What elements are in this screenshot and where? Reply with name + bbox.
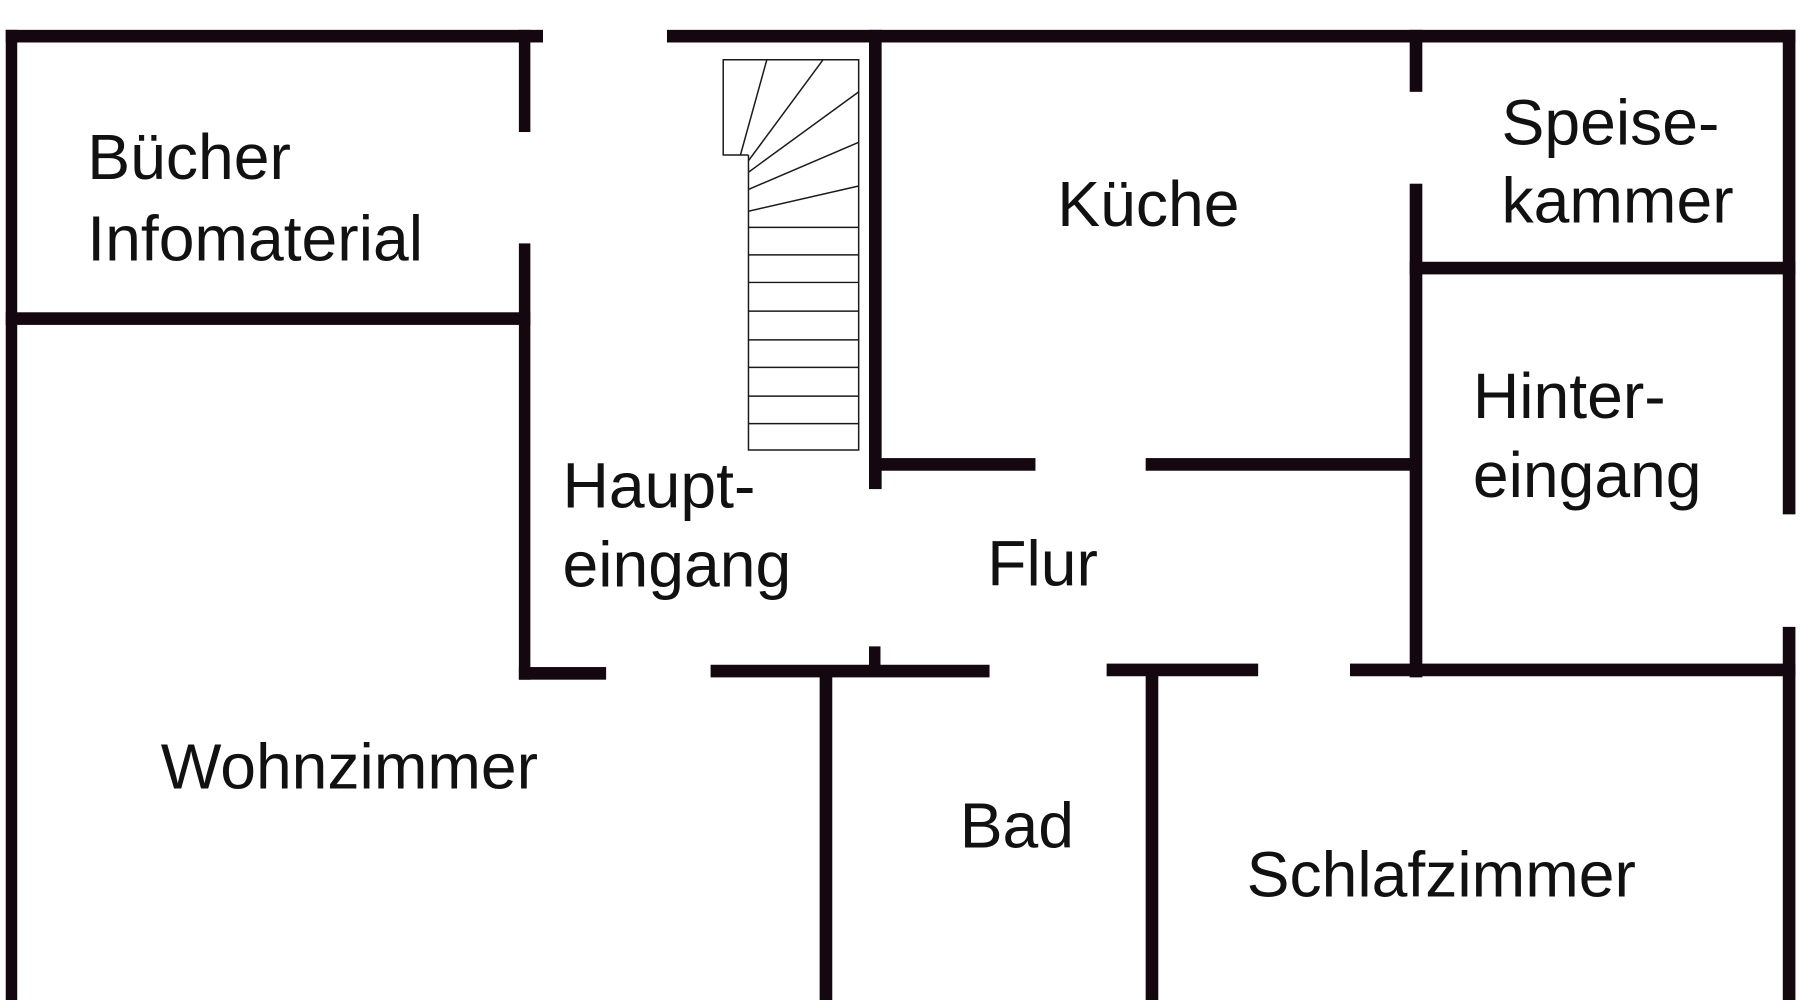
label-speisekammer-line2: kammer: [1502, 165, 1734, 237]
label-speisekammer-line1: Speise-: [1502, 87, 1720, 159]
wall-buecher-right-upper: [518, 29, 531, 133]
wall-stair-right: [869, 29, 882, 490]
wall-kueche-right-lower: [1409, 183, 1423, 678]
label-hintereingang-line2: eingang: [1473, 439, 1702, 511]
wall-kueche-bottom-left: [869, 458, 1036, 471]
wall-flur-bottom-1: [710, 664, 990, 678]
stair-winder: [748, 141, 859, 191]
wall-top-left: [5, 29, 543, 43]
label-buecher-line1: Bücher: [87, 121, 291, 193]
stair-outline: [722, 58, 860, 451]
wall-kueche-right-upper: [1409, 29, 1423, 92]
stair-winder: [747, 59, 824, 162]
wall-buecher-bottom: [5, 312, 531, 325]
wall-bad-left: [819, 670, 833, 1000]
label-haupteingang-line2: eingang: [563, 529, 792, 601]
wall-flur-bottom-3: [1350, 663, 1796, 677]
label-flur: Flur: [987, 528, 1098, 600]
walls: [5, 29, 1796, 1000]
wall-right-lower: [1782, 626, 1796, 1000]
wall-left: [5, 29, 18, 1000]
stair-winder: [739, 59, 768, 156]
wall-kueche-bottom-right: [1145, 458, 1422, 471]
stair-winder: [748, 185, 859, 212]
label-bad: Bad: [960, 789, 1074, 861]
staircase-icon: [722, 58, 860, 451]
label-kueche: Küche: [1057, 168, 1239, 240]
wall-speisekammer-bottom: [1409, 261, 1796, 275]
wall-haupteingang-bottom-left: [518, 667, 607, 680]
stair-winder: [748, 91, 860, 173]
label-hintereingang-line1: Hinter-: [1473, 360, 1666, 432]
label-haupteingang-line1: Haupt-: [563, 449, 756, 521]
wall-haupteingang-left: [518, 243, 531, 680]
label-wohnzimmer: Wohnzimmer: [161, 731, 538, 803]
label-buecher-line2: Infomaterial: [87, 203, 423, 275]
wall-top-right: [666, 29, 1796, 43]
wall-flur-stub: [869, 646, 881, 670]
label-schlafzimmer: Schlafzimmer: [1247, 839, 1636, 911]
wall-flur-bottom-2: [1106, 663, 1259, 677]
room-labels: Bücher Infomaterial Küche Speise- kammer…: [87, 87, 1733, 911]
wall-bad-right: [1145, 670, 1159, 1000]
